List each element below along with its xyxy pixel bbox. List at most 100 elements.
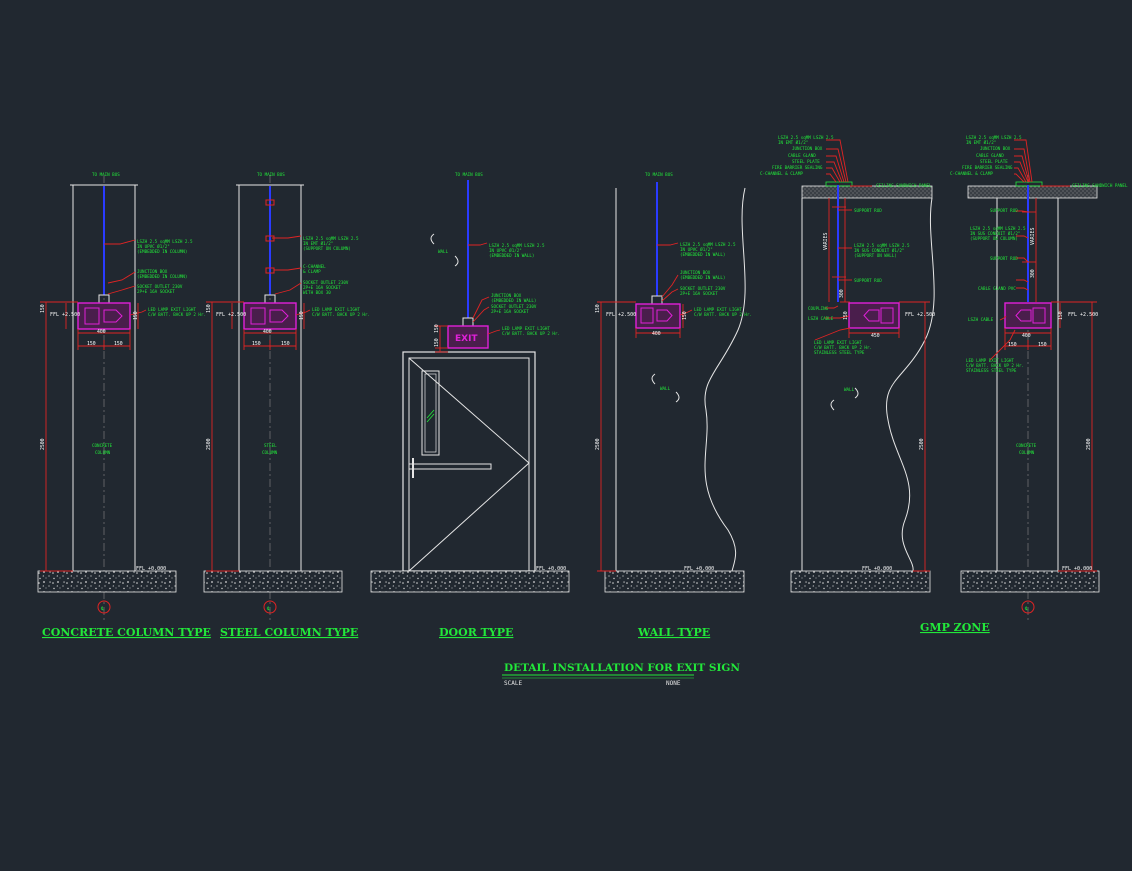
note: IN EMT Ø1/2"	[303, 241, 333, 246]
ffl-bottom-label: FFL +0.000	[536, 566, 566, 572]
note: SUPPORT ROD	[990, 208, 1018, 213]
note: 2P+E 16A SOCKET	[137, 289, 175, 294]
dim-sign-right: 150	[299, 311, 305, 320]
dim-varies: VARIES	[823, 233, 829, 250]
exit-sign-box	[848, 302, 900, 329]
panic-bar	[408, 463, 492, 470]
note: LSZH CABLE	[968, 317, 994, 322]
arrow-left-icon	[863, 309, 880, 322]
dim-sign-right: 150	[682, 311, 688, 320]
ffl-top-label: FFL +2.500	[216, 312, 246, 318]
dim-height: 2500	[595, 438, 601, 450]
clamp	[265, 199, 275, 206]
note: LSZH CABLE	[808, 316, 834, 321]
centerline-marker	[1021, 600, 1035, 614]
note: JUNCTION BOX	[792, 146, 823, 151]
drawing-title: DETAIL INSTALLATION FOR EXIT SIGN	[504, 662, 740, 674]
note: SOCKET OUTLET 230V	[680, 286, 726, 291]
column-label: COLUMN	[1019, 450, 1035, 455]
note: LED LAMP EXIT LIGHT	[966, 358, 1014, 363]
dim-sign: 150	[595, 304, 601, 313]
note: (EMBEDDED IN WALL)	[680, 275, 725, 280]
top-note: TO MAIN BUS	[92, 172, 120, 177]
note: IN UPVC Ø1/2"	[489, 248, 522, 253]
note: LSZH 2.5 sqMM LSZH 2.5	[854, 243, 910, 248]
note: STEEL PLATE	[980, 159, 1008, 164]
dim-300: 300	[1030, 269, 1036, 278]
note: LSZH 2.5 sqMM LSZH 2.5	[970, 226, 1026, 231]
note: SUPPORT ROD	[854, 278, 882, 283]
note: C-CHANNEL & CLAMP	[950, 171, 993, 176]
wall-label: WALL	[438, 249, 449, 254]
note: (SUPPORT ON COLUMN)	[970, 236, 1018, 241]
wall-label: WALL	[660, 386, 671, 391]
ffl-bottom-label: FFL +0.000	[862, 566, 892, 572]
arrow-right-icon	[656, 309, 673, 322]
note: STEEL PLATE	[792, 159, 820, 164]
panel-gmp-zone-wall: CEILING SANDWICH PANEL LSZH 2.5 sqMM LSZ…	[760, 135, 990, 634]
note: LED LAMP EXIT LIGHT	[814, 340, 862, 345]
clamp	[265, 235, 275, 242]
note: (SUPPORT ON WALL)	[854, 253, 897, 258]
note: COUPLING	[808, 306, 829, 311]
column-label: CONCRETE	[92, 443, 113, 448]
panel-title: STEEL COLUMN TYPE	[220, 626, 358, 639]
dim-right: 150	[281, 341, 290, 347]
arrow-right-icon	[269, 309, 289, 323]
note: IN SUS CONDUIT Ø1/2"	[970, 231, 1020, 236]
note: C/W BATT. BACK UP 2 Hr.	[966, 363, 1024, 368]
panel-title: DOOR TYPE	[439, 626, 513, 639]
concrete-floor	[203, 570, 343, 593]
note: C-CHANNEL	[303, 264, 326, 269]
wall-break-line	[704, 187, 746, 572]
note: WITH BOX 30	[303, 290, 331, 295]
centerline-marker	[97, 600, 111, 614]
note: LED LAMP EXIT LIGHT	[694, 307, 742, 312]
dim-sign: 150	[1058, 311, 1064, 320]
ceiling-note: CEILING SANDWICH PANEL	[876, 183, 932, 188]
panel-steel-column: ℄ TO MAIN BUS STEEL COLUMN FFL +2.500 40…	[203, 172, 370, 639]
concrete-floor	[790, 570, 931, 593]
arrow-left-icon	[1015, 309, 1032, 322]
dim-width: 450	[871, 333, 880, 339]
note: IN UPVC Ø1/2"	[680, 247, 713, 252]
dim-height: 2500	[1086, 438, 1092, 450]
note: JUNCTION BOX	[491, 293, 522, 298]
exit-sign-box	[447, 325, 489, 349]
dim-width: 400	[263, 329, 272, 335]
note: IN SUS CONDUIT Ø1/2"	[854, 248, 904, 253]
note: SOCKET OUTLET 230V	[303, 280, 349, 285]
concrete-floor	[370, 570, 570, 593]
ffl-bottom-label: FFL +0.000	[136, 566, 166, 572]
ffl-top-label: FFL +2.500	[50, 312, 80, 318]
note: STAINLESS STEEL TYPE	[814, 350, 865, 355]
exit-sign-box	[1004, 302, 1052, 329]
note: 2P+E 16A SOCKET	[491, 309, 529, 314]
note: (EMBEDDED IN WALL)	[491, 298, 536, 303]
note: STAINLESS STEEL TYPE	[966, 368, 1017, 373]
note: C-CHANNEL & CLAMP	[760, 171, 803, 176]
dim-width: 400	[652, 331, 661, 337]
note: 2P+E 16A SOCKET	[303, 285, 341, 290]
scale-label: SCALE	[504, 680, 522, 687]
note: FIRE BARRIER SEALING	[962, 165, 1013, 170]
note: LED LAMP EXIT LIGHT	[312, 307, 360, 312]
dim-300: 300	[839, 289, 845, 298]
dim-height: 2500	[40, 438, 46, 450]
note: C/W BATT. BACK UP 2 Hr.	[312, 312, 370, 317]
wall-label: WALL	[844, 387, 855, 392]
note: LSZH 2.5 sqMM LSZH 2.5	[680, 242, 736, 247]
note: IN UPVC Ø1/2"	[137, 244, 170, 249]
ffl-top-label: FFL +2.500	[905, 312, 935, 318]
ceiling-note: CEILING SANDWICH PANEL	[1072, 183, 1128, 188]
note: LSZH 2.5 sqMM LSZH 2.5	[489, 243, 545, 248]
dim-left: 150	[87, 341, 96, 347]
note: LED LAMP EXIT LIGHT	[502, 326, 550, 331]
scale-value: NONE	[666, 680, 681, 687]
door-frame	[402, 351, 536, 572]
wall-break-line	[886, 197, 935, 572]
note: 2P+E 16A SOCKET	[680, 291, 718, 296]
svg-text:℄: ℄	[266, 606, 271, 612]
junction-box	[651, 295, 663, 305]
